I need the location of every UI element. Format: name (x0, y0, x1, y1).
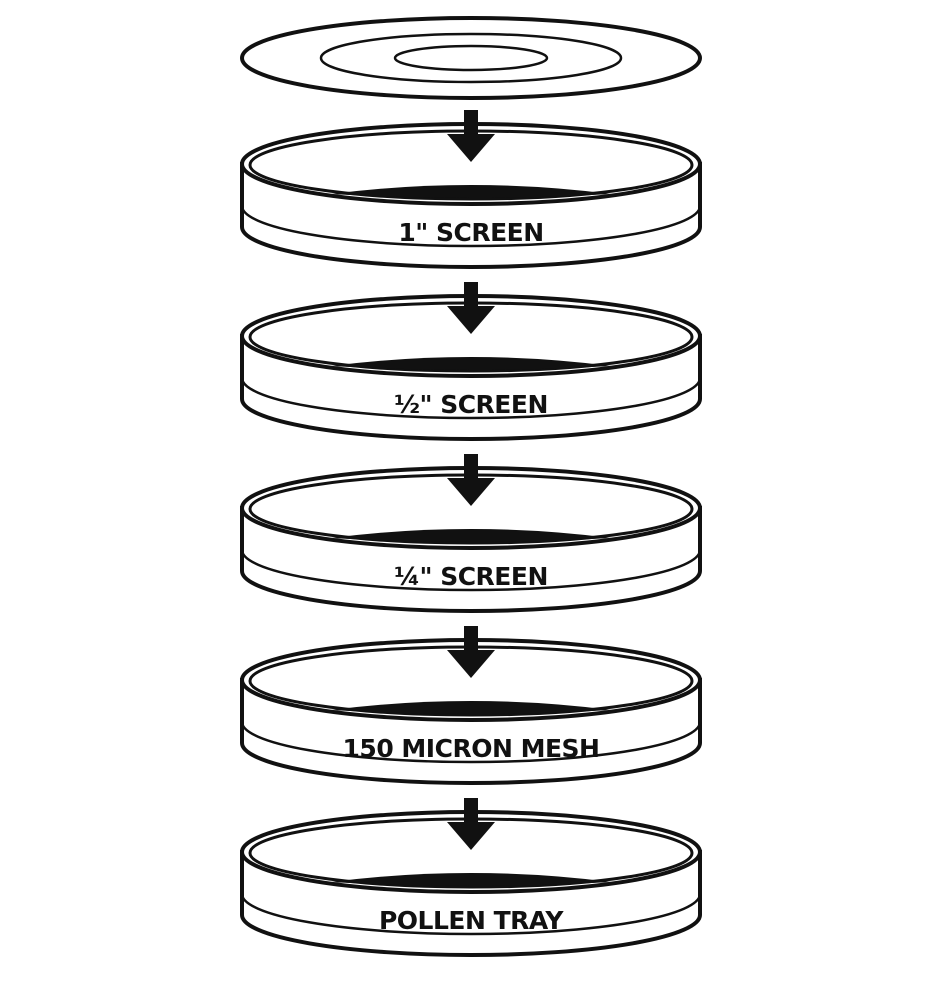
arrow-down-icon (447, 454, 495, 506)
tier-screen-floor (331, 701, 611, 714)
tier-screen-floor (331, 873, 611, 886)
tier-label: ¼" SCREEN (394, 562, 548, 591)
tier-label: POLLEN TRAY (379, 906, 564, 935)
tier-1: 1" SCREEN (240, 122, 702, 269)
tier-band-line (240, 721, 702, 764)
tier-screen-floor (331, 185, 611, 198)
tier-screen-floor (331, 529, 611, 542)
tier-band-line (240, 205, 702, 248)
tier-label: ½" SCREEN (394, 390, 548, 419)
lid-inner-ring (393, 44, 549, 72)
lid-middle-ring (319, 32, 623, 84)
arrow-down-icon (447, 626, 495, 678)
tier-2: ½" SCREEN (240, 294, 702, 441)
tier-band-line (240, 893, 702, 936)
tier-screen-floor (331, 357, 611, 370)
tier-label: 1" SCREEN (398, 218, 543, 247)
tier-3: ¼" SCREEN (240, 466, 702, 613)
tier-band-line (240, 377, 702, 420)
tier-5: POLLEN TRAY (240, 810, 702, 957)
arrow-down-icon (447, 798, 495, 850)
lid-outer-ring (240, 16, 702, 100)
arrows (447, 110, 495, 850)
tier-band-line (240, 549, 702, 592)
tier-4: 150 MICRON MESH (240, 638, 702, 785)
lid (240, 16, 702, 100)
tier-stack: 1" SCREEN ½" SCREEN ¼" SCREEN 150 MICRON ME… (240, 122, 702, 957)
arrow-down-icon (447, 282, 495, 334)
arrow-down-icon (447, 110, 495, 162)
tier-label: 150 MICRON MESH (343, 734, 600, 763)
